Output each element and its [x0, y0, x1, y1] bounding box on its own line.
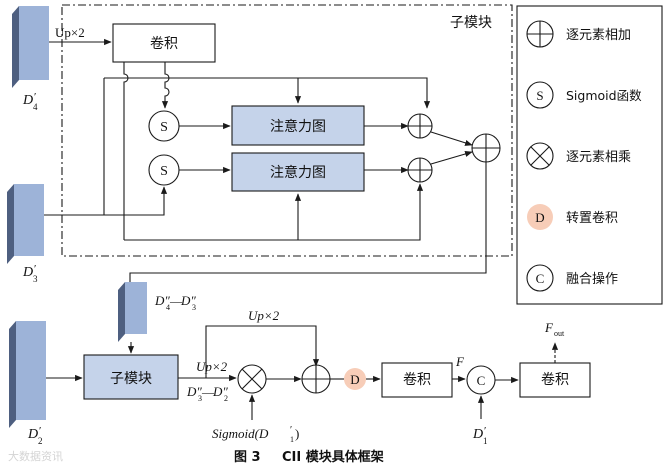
svg-text:D: D: [22, 265, 33, 280]
svg-text:图 3: 图 3: [234, 450, 261, 465]
add-node-top: [407, 113, 433, 139]
attention-map-top: [231, 105, 365, 146]
label-d4: D ′ 4: [22, 91, 38, 112]
svg-text:3: 3: [33, 274, 38, 284]
svg-text:2: 2: [224, 394, 228, 403]
deconv-node: [344, 368, 366, 390]
svg-text:2: 2: [38, 436, 43, 446]
legend-label-add: 逐元素相加: [566, 28, 631, 43]
label-d3: D ′ 3: [22, 263, 38, 284]
legend-label-sigmoid: Sigmoid函数: [566, 88, 642, 103]
label-d4-d3: D″ 4 — D″ 3: [154, 293, 196, 312]
svg-text:′: ′: [484, 425, 486, 437]
conv-box-1: [381, 362, 453, 398]
conv-box-2: [519, 362, 591, 398]
attention-map-bottom: [231, 152, 365, 192]
svg-text:D″: D″: [180, 293, 196, 308]
svg-text:D″: D″: [186, 384, 202, 399]
submodule-frame: [61, 4, 513, 257]
svg-text:′: ′: [39, 425, 41, 437]
submodule-conv-label: 卷积: [150, 36, 178, 52]
svg-text:D: D: [22, 93, 33, 108]
label-d3-d2: D″ 3 — D″ 2: [186, 384, 228, 403]
svg-text:3: 3: [198, 394, 202, 403]
svg-text:CII 模块具体框架: CII 模块具体框架: [282, 449, 384, 465]
deconv-node-label: D: [350, 372, 359, 387]
svg-text:′: ′: [34, 263, 36, 275]
add-node-merge: [471, 133, 501, 163]
sigmoid-label-top: S: [160, 120, 168, 135]
svg-text:F: F: [544, 320, 554, 335]
add-node-pipeline: [301, 364, 331, 394]
svg-text:4: 4: [33, 102, 38, 112]
svg-text:): ): [295, 426, 299, 441]
feature-map-d3: [7, 184, 44, 264]
times-circle-icon: [526, 142, 554, 170]
svg-text:out: out: [554, 329, 565, 338]
submodule-title: 子模块: [450, 15, 492, 31]
submodule-box-label: 子模块: [110, 371, 152, 387]
feature-map-d2: [9, 321, 46, 428]
output-label: F out: [544, 320, 565, 338]
svg-text:4: 4: [166, 303, 170, 312]
legend-label-concat: 融合操作: [566, 271, 618, 287]
multiply-node: [237, 364, 267, 394]
svg-text:—: —: [169, 294, 183, 308]
watermark: 大数据资讯: [8, 449, 63, 463]
svg-text:1: 1: [290, 435, 294, 444]
attention-label-bottom: 注意力图: [270, 164, 326, 181]
figure-caption: 图 3 CII 模块具体框架: [234, 449, 384, 465]
upsample-label-loop: Up×2: [248, 308, 280, 323]
svg-text:′: ′: [34, 91, 36, 103]
legend-symbol-concat: C: [536, 271, 545, 286]
svg-text:D″: D″: [212, 384, 228, 399]
upsample-label-mid: Up×2: [196, 359, 228, 374]
label-d1: D ′ 1: [472, 425, 488, 446]
legend-symbol-deconv: D: [535, 210, 544, 225]
svg-text:D″: D″: [154, 293, 170, 308]
sigmoid-d1-label: Sigmoid(D ′ 1 ): [212, 425, 299, 444]
upsample-label-top: Up×2: [55, 25, 85, 40]
legend-label-deconv: 转置卷积: [566, 210, 618, 226]
plus-circle-icon: [526, 20, 554, 48]
sigmoid-label-bottom: S: [160, 164, 168, 179]
attention-label-top: 注意力图: [270, 118, 326, 135]
submodule-box: [83, 354, 179, 400]
add-node-bottom: [407, 157, 433, 183]
legend-symbol-sigmoid: S: [536, 88, 543, 103]
deconv-circle-icon: [527, 204, 553, 230]
sigmoid-circle-icon: [526, 81, 554, 109]
svg-text:—: —: [201, 385, 215, 399]
concat-circle-icon: [526, 264, 554, 292]
svg-text:Sigmoid(D: Sigmoid(D: [212, 426, 269, 441]
label-d2: D ′ 2: [27, 425, 43, 446]
svg-text:D: D: [27, 427, 38, 442]
feature-f-label: F: [455, 354, 465, 369]
concat-node-label: C: [477, 373, 486, 388]
feature-map-d4: [12, 6, 49, 88]
svg-text:1: 1: [483, 436, 488, 446]
svg-text:′: ′: [290, 425, 292, 436]
submodule-conv-box: [112, 23, 216, 63]
svg-text:D: D: [472, 427, 483, 442]
svg-text:3: 3: [192, 303, 196, 312]
conv-box-1-label: 卷积: [403, 372, 431, 388]
conv-box-2-label: 卷积: [541, 372, 569, 388]
legend-label-multiply: 逐元素相乘: [566, 150, 631, 165]
feature-map-d4-d3: [118, 282, 147, 342]
